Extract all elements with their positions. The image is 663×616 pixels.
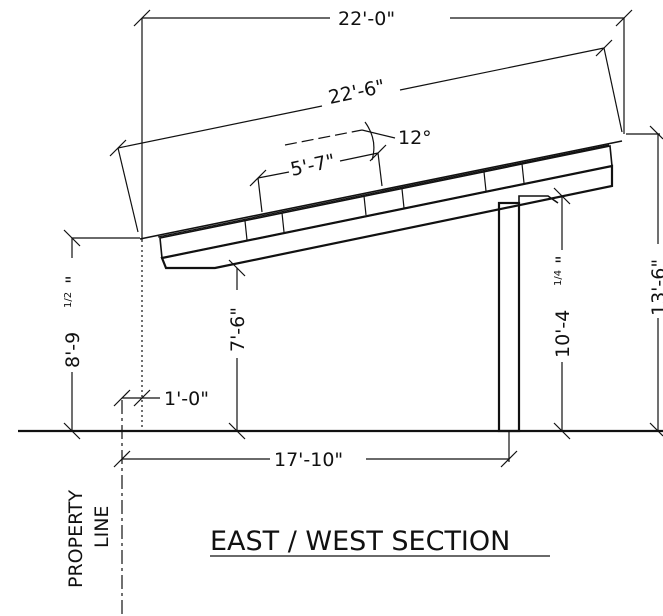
dim-post-height-frac: 1/4 (553, 270, 564, 286)
tick (63, 422, 81, 440)
tick (595, 39, 613, 57)
post-cap (518, 195, 559, 204)
tick (228, 422, 246, 440)
dim-line (117, 105, 323, 149)
roof-panel-line (157, 144, 610, 238)
tick (133, 389, 151, 407)
panel-band (159, 145, 613, 259)
dim-slope: 12° (398, 127, 432, 149)
dim-line (339, 152, 379, 162)
ext-line (257, 177, 263, 213)
dim-post-height: 10'-4 1/4 " (552, 255, 574, 358)
tick (615, 9, 633, 27)
dim-ridge-height: 13'-6" (648, 259, 663, 316)
ext-line (117, 147, 139, 233)
ext-line (377, 152, 383, 187)
tick (553, 187, 571, 205)
dim-clear-height: 7'-6" (227, 307, 249, 352)
slope-ref-line (284, 129, 363, 146)
panel-joint (244, 220, 248, 241)
dim-post-height-main: 10'-4 (552, 310, 574, 358)
property-line-label-1: PROPERTY (65, 489, 87, 588)
tick (113, 450, 131, 468)
tick (500, 450, 518, 468)
rafter-beam (160, 164, 614, 270)
dim-post-spacing: 17'-10" (274, 449, 343, 471)
panel-joint (363, 195, 367, 216)
slope-arc (364, 121, 375, 161)
dim-panel-width: 5'-7" (288, 150, 337, 181)
panel-joint (281, 212, 285, 233)
roof-top-line (139, 140, 623, 240)
panel-joint (401, 188, 405, 209)
slope-leader (361, 129, 396, 139)
ext-line (603, 47, 623, 133)
tick (553, 422, 571, 440)
dim-line (257, 171, 290, 179)
support-post (497, 201, 521, 433)
inch-mark: " (62, 275, 84, 284)
tick (649, 422, 663, 437)
dim-eave-height-main: 8'-9 (62, 332, 84, 368)
dim-eave-height-frac: 1/2 (63, 292, 74, 308)
dim-setback: 1'-0" (164, 388, 209, 410)
dim-overall-width: 22'-0" (338, 8, 395, 30)
tick (228, 259, 246, 277)
tick (109, 139, 127, 157)
panel-joint (521, 163, 525, 184)
panel-joint (483, 171, 487, 192)
tick (133, 9, 151, 27)
dim-eave-height: 8'-9 1/2 " (62, 275, 84, 368)
tick (649, 125, 663, 140)
dim-rafter-length: 22'-6" (326, 76, 386, 109)
tick (63, 229, 81, 247)
tick (113, 389, 131, 407)
inch-mark: " (552, 255, 574, 264)
section-title: EAST / WEST SECTION (210, 526, 510, 557)
property-line-label-2: LINE (91, 506, 113, 548)
dim-line (399, 47, 605, 91)
